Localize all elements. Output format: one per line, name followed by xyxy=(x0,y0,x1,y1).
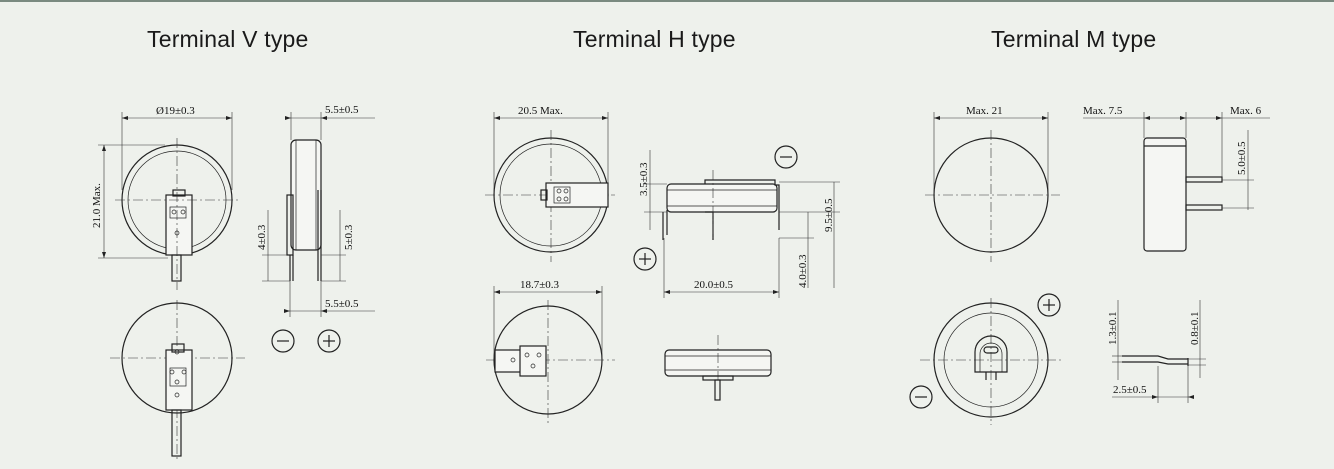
v-dim-lead-neg: 4±0.3 xyxy=(256,224,268,250)
h-dim-width-top: 20.5 Max. xyxy=(518,105,563,117)
title-terminal-h: Terminal H type xyxy=(573,26,736,52)
h-front-view: 20.5 Max. xyxy=(485,105,615,262)
m-dim-width: 2.5±0.5 xyxy=(1113,384,1147,396)
m-front-view: Max. 21 xyxy=(925,105,1060,262)
h-positive-symbol xyxy=(633,247,657,271)
m-lead-detail: 1.3±0.1 0.8±0.1 2.5±0.5 xyxy=(1107,300,1206,403)
v-side-view: 5.5±0.5 5.5±0.5 4±0.3 5±0.3 xyxy=(256,104,375,317)
h-dim-width-bottom: 18.7±0.3 xyxy=(520,279,560,291)
h-dim-lead: 4.0±0.3 xyxy=(797,254,809,288)
m-negative-symbol xyxy=(909,385,933,409)
m-dim-pitch: 5.0±0.5 xyxy=(1236,141,1248,175)
m-positive-symbol xyxy=(1037,293,1061,317)
top-border xyxy=(0,0,1334,2)
h-dim-pitch: 20.0±0.5 xyxy=(694,279,734,291)
v-dim-thickness-top: 5.5±0.5 xyxy=(325,104,359,116)
h-dim-side: 9.5±0.5 xyxy=(823,198,835,232)
m-dim-t2: 0.8±0.1 xyxy=(1189,311,1201,345)
title-terminal-v: Terminal V type xyxy=(147,26,309,52)
h-negative-symbol xyxy=(774,145,798,169)
v-front-view: Ø19±0.3 21.0 Max. xyxy=(91,105,240,290)
v-negative-symbol xyxy=(271,329,295,353)
h-dim-height: 3.5±0.3 xyxy=(638,162,650,196)
h-back-view: 18.7±0.3 xyxy=(486,279,615,425)
v-dim-lead-pos: 5±0.3 xyxy=(343,224,355,250)
m-dim-thickness: Max. 7.5 xyxy=(1083,105,1123,117)
v-positive-symbol xyxy=(317,329,341,353)
v-dim-thickness-bottom: 5.5±0.5 xyxy=(325,298,359,310)
m-dim-diameter: Max. 21 xyxy=(966,105,1003,117)
m-back-view xyxy=(920,298,1062,425)
m-dim-lead-length: Max. 6 xyxy=(1230,105,1262,117)
title-terminal-m: Terminal M type xyxy=(991,26,1157,52)
m-side-view: Max. 7.5 Max. 6 5.0±0.5 xyxy=(1083,105,1270,252)
v-back-view xyxy=(110,300,245,460)
v-dim-height: 21.0 Max. xyxy=(91,183,103,228)
v-dim-diameter: Ø19±0.3 xyxy=(156,105,195,117)
m-dim-t1: 1.3±0.1 xyxy=(1107,311,1119,345)
h-side-view: 3.5±0.3 9.5±0.5 4.0±0.3 20.0±0.5 xyxy=(638,150,840,298)
h-bottom-side-view xyxy=(664,335,772,401)
